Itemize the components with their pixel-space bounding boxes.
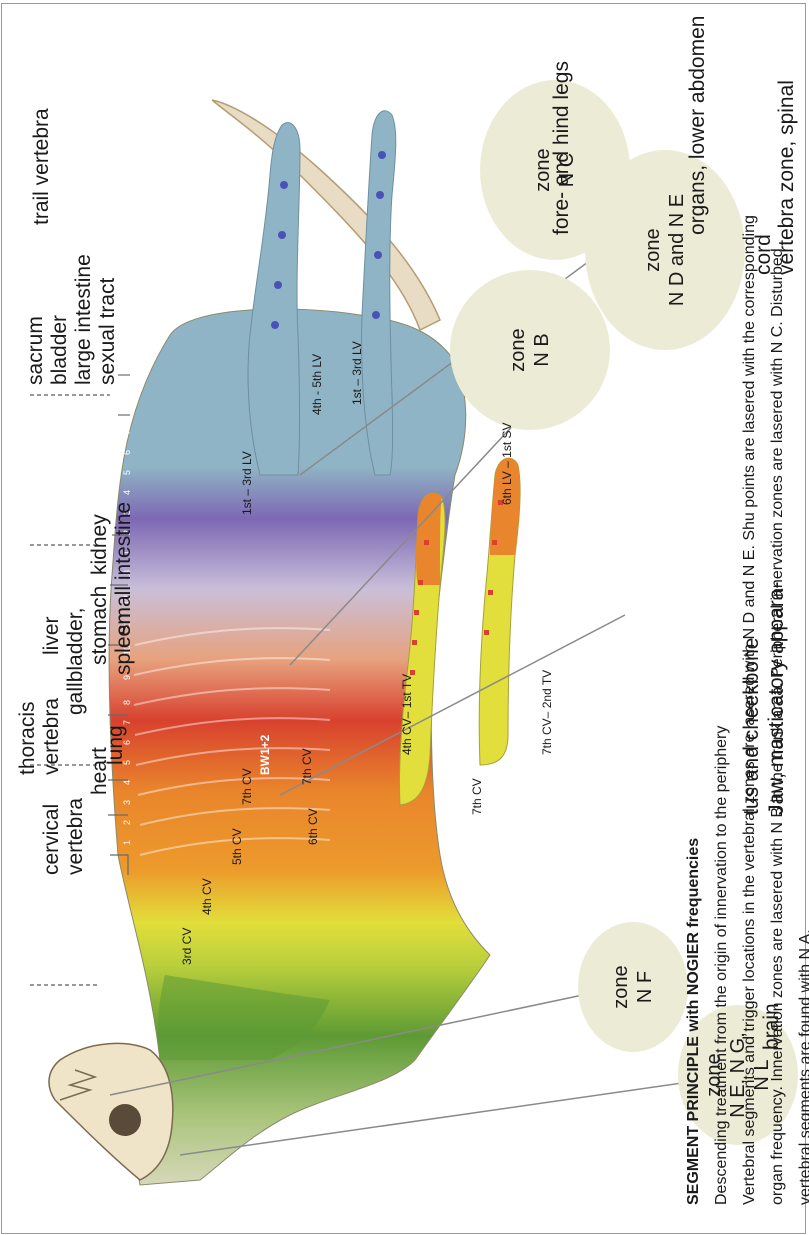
- label-thoracis-line2: vertebra: [40, 698, 63, 775]
- caption-line3: organ frequency. Innervation zones are l…: [764, 15, 792, 1205]
- zone-organs-line1: zone: [506, 328, 530, 371]
- zone-jaw-line2: N F: [633, 971, 657, 1003]
- label-liver: liver: [40, 616, 63, 655]
- svg-text:5: 5: [122, 470, 132, 475]
- label-trail-vertebra: trail vertebra: [30, 108, 53, 225]
- body-label-lv1-3b: 1st – 3rd LV: [350, 341, 364, 405]
- body-label-cv3: 3rd CV: [180, 928, 194, 965]
- zone-jaw-line1: zone: [609, 965, 633, 1008]
- body-label-cv7c: 7th CV: [470, 778, 484, 815]
- body-label-cv7b: 7th CV: [300, 748, 314, 785]
- label-lung: lung: [104, 725, 127, 765]
- body-label-lv1-3a: 1st – 3rd LV: [240, 451, 254, 515]
- label-kidney: kidney: [88, 514, 111, 575]
- caption-title: SEGMENT PRINCIPLE with NOGIER frequencie…: [680, 15, 708, 1205]
- svg-text:2: 2: [122, 820, 132, 825]
- svg-text:9: 9: [122, 675, 132, 680]
- caption-line1: Descending treatment from the origin of …: [708, 15, 736, 1205]
- label-cervical-line1: cervical: [40, 804, 63, 875]
- svg-text:1: 1: [122, 840, 132, 845]
- svg-text:6: 6: [122, 450, 132, 455]
- caption-line4: vertebral segments are found with N A.: [792, 15, 809, 1205]
- body-label-lv4-5: 4th - 5th LV: [310, 354, 324, 415]
- label-large-intestine: large intestine: [72, 254, 95, 385]
- label-bladder: bladder: [48, 315, 71, 385]
- skull: [49, 1043, 173, 1180]
- svg-text:2: 2: [138, 1020, 148, 1025]
- label-sacrum: sacrum: [24, 316, 47, 385]
- label-sexual-tract: sexual tract: [96, 278, 119, 385]
- svg-text:7: 7: [122, 720, 132, 725]
- svg-text:8: 8: [122, 700, 132, 705]
- zone-circle-jaw: zone N F: [578, 922, 688, 1052]
- svg-text:3: 3: [136, 1000, 146, 1005]
- label-cervical-line2: vertebra: [64, 798, 87, 875]
- label-thoracis-line1: thoracis: [16, 701, 39, 775]
- label-gallbladder: gallbladder,: [64, 608, 87, 715]
- body-label-bw: BW1+2: [258, 735, 272, 775]
- body-label-cv7-tv2: 7th CV– 2nd TV: [540, 670, 554, 755]
- body-label-lv6-sv1: 6th LV – 1st SV: [500, 423, 514, 506]
- body-label-cv6: 6th CV: [306, 808, 320, 845]
- svg-text:4: 4: [134, 980, 144, 985]
- body-label-cv4: 4th CV: [200, 878, 214, 915]
- svg-text:7: 7: [122, 430, 132, 435]
- label-stomach: stomach: [88, 586, 111, 665]
- body-label-cv4-tv1: 4th CV– 1st TV: [400, 674, 414, 755]
- zone-vertebra-line1: zone: [641, 228, 665, 271]
- hind-leg-lower: [362, 111, 396, 475]
- zone-circle-organs: zone N B: [450, 270, 610, 430]
- hind-leg-upper: [248, 123, 300, 475]
- zone-organs-line2: N B: [530, 333, 554, 366]
- svg-text:4: 4: [122, 780, 132, 785]
- caption-line2: Vertebral segments and trigger locations…: [736, 15, 764, 1205]
- body-label-cv7a: 7th CV: [240, 768, 254, 805]
- tail: [212, 100, 440, 330]
- svg-text:4: 4: [122, 490, 132, 495]
- label-small-intestine: small intestine: [112, 502, 135, 635]
- svg-text:1: 1: [140, 1040, 150, 1045]
- body-label-cv5: 5th CV: [230, 828, 244, 865]
- label-legs: fore- and hind legs: [550, 61, 573, 235]
- svg-text:3: 3: [122, 800, 132, 805]
- eye-socket: [109, 1104, 141, 1136]
